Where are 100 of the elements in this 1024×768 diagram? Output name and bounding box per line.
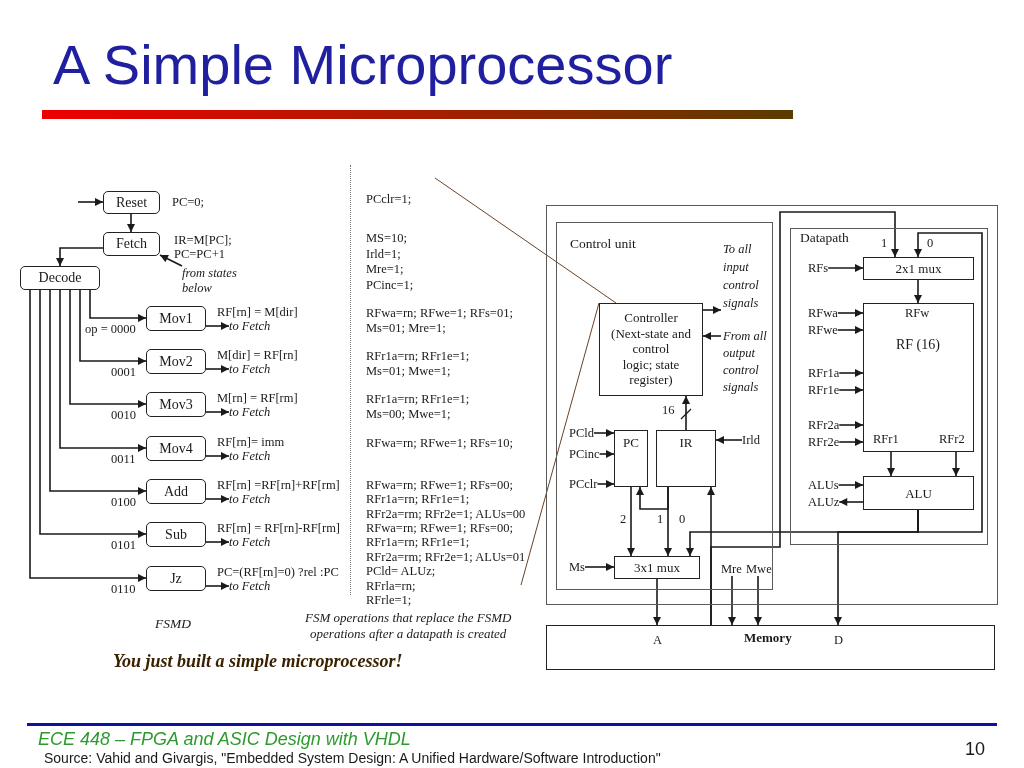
block-title: Memory xyxy=(744,631,792,645)
edge-label: 0100 xyxy=(110,496,137,509)
state-box: Fetch xyxy=(103,232,160,256)
assignment-text: PCclr=1; xyxy=(366,192,412,206)
arrow xyxy=(838,498,864,506)
signal-name: PCinc xyxy=(569,447,600,461)
signal-name: RFr2a xyxy=(808,418,840,432)
port-label: D xyxy=(834,633,844,647)
edge-label: 0101 xyxy=(110,539,137,552)
arrow xyxy=(584,563,615,571)
datapath-panel xyxy=(790,228,988,545)
slide-title: A Simple Microprocessor xyxy=(53,33,673,97)
arrow xyxy=(598,450,615,458)
panel-title: Datapath xyxy=(800,231,849,245)
arrow xyxy=(49,289,147,495)
state-box: Reset xyxy=(103,191,160,214)
state-box: Mov3 xyxy=(146,392,206,417)
port-label: RFr1 xyxy=(873,432,899,446)
next-state-text: to Fetch xyxy=(229,405,271,419)
assignment-text: RFr1a=rn; RFr1e=1; Ms=00; Mwe=1; xyxy=(366,392,470,422)
signal-name: RFwa xyxy=(808,306,838,320)
signal-name: RFs xyxy=(808,261,829,275)
next-state-text: to Fetch xyxy=(229,362,271,376)
panel-title: Control unit xyxy=(570,237,636,251)
arrow xyxy=(205,495,230,503)
signal-name: RFr2e xyxy=(808,435,840,449)
arrow xyxy=(702,332,722,340)
arrow xyxy=(69,289,147,408)
mux-block: 2x1 mux xyxy=(863,257,974,280)
callout-line xyxy=(520,302,600,586)
signal-name: Ms xyxy=(569,560,585,574)
arrow xyxy=(79,289,147,365)
state-box: Mov2 xyxy=(146,349,206,374)
port-label: A xyxy=(653,633,663,647)
arrow xyxy=(593,429,615,437)
arrow xyxy=(89,289,147,322)
arrow xyxy=(127,213,135,233)
signal-note: From all output control signals xyxy=(721,328,767,396)
arrow xyxy=(596,480,615,488)
arrow xyxy=(838,386,864,394)
arrow xyxy=(827,264,864,272)
edge-label: 0001 xyxy=(110,366,137,379)
signal-name: ALUs xyxy=(808,478,839,492)
memory-block xyxy=(546,625,995,670)
assignment-text: RFwa=rn; RFwe=1; RFs=00; RFr1a=rn; RFr1e=1; RFr2a=rm; RFr2e=1; ALUs=00 xyxy=(366,478,526,521)
arrow xyxy=(837,309,864,317)
source-citation: Source: Vahid and Givargis, "Embedded System Design: A Unified Hardware/Software Introduction" xyxy=(44,750,661,767)
action-text: RF[rn] = RF[rn]-RF[rm] xyxy=(217,521,341,535)
assignment-text: MS=10; Irld=1; Mre=1; PCinc=1; xyxy=(366,231,414,293)
arrow xyxy=(29,289,147,582)
next-state-text: to Fetch xyxy=(229,319,271,333)
signal-name: RFr1a xyxy=(808,366,840,380)
action-text: PC=0; xyxy=(172,195,205,209)
signal-name: PCclr xyxy=(569,477,598,491)
next-state-text: to Fetch xyxy=(229,579,271,593)
signal-note: To all input control signals xyxy=(721,240,759,312)
block-title: RF (16) xyxy=(896,338,940,352)
caption-text: FSMD xyxy=(155,616,191,632)
signal-name: PCld xyxy=(569,426,594,440)
port-label: RFr2 xyxy=(939,432,965,446)
edge-label: 0011 xyxy=(110,453,137,466)
next-state-text: to Fetch xyxy=(229,492,271,506)
edge-label: 2 xyxy=(619,513,628,526)
signal-name: RFwe xyxy=(808,323,838,337)
arrow xyxy=(682,395,690,431)
arrow xyxy=(838,369,864,377)
state-box: Decode xyxy=(20,266,100,290)
action-text: RF[rn] = M[dir] xyxy=(217,305,298,319)
control-unit-panel xyxy=(556,222,773,590)
action-text: M[dir] = RF[rn] xyxy=(217,348,298,362)
arrow xyxy=(636,486,669,510)
note-text: FSM operations that replace the FSMD operations after a datapath is created xyxy=(305,610,512,642)
arrow xyxy=(59,289,147,452)
controller-block: Controller (Next-state and control logic; state register) xyxy=(599,303,703,396)
assignment-text: RFwa=rn; RFwe=1; RFs=00; RFr1a=rn; RFr1e=1; RFr2a=rm; RFr2e=1; ALUs=01 xyxy=(366,521,526,564)
edge-label: 0 xyxy=(926,237,935,250)
port-label: RFw xyxy=(905,306,930,320)
state-box: Jz xyxy=(146,566,206,591)
signal-name: RFr1e xyxy=(808,383,840,397)
assignment-text: RFwa=rn; RFwe=1; RFs=10; xyxy=(366,436,513,450)
action-text: RF[rn] =RF[rn]+RF[rm] xyxy=(217,478,340,492)
alu-block: ALU xyxy=(863,476,974,510)
arrow xyxy=(702,306,722,314)
edge-label: 1 xyxy=(880,237,889,250)
state-box: Add xyxy=(146,479,206,504)
arrow xyxy=(837,326,864,334)
register-block: PC xyxy=(614,430,648,487)
arrow xyxy=(205,408,230,416)
signal-name: Irld xyxy=(742,433,761,447)
arrow xyxy=(205,582,230,590)
arrow xyxy=(914,279,922,304)
arrow xyxy=(887,451,895,477)
footer-text: ECE 448 – FPGA and ASIC Design with VHDL xyxy=(38,728,411,750)
arrow xyxy=(837,481,864,489)
summary-text: You just built a simple microprocessor! xyxy=(113,650,403,672)
edge-label: 0010 xyxy=(110,409,137,422)
arrow xyxy=(205,538,230,546)
callout-line xyxy=(434,177,617,304)
edge-label: 0110 xyxy=(110,583,137,596)
arrow xyxy=(838,421,864,429)
